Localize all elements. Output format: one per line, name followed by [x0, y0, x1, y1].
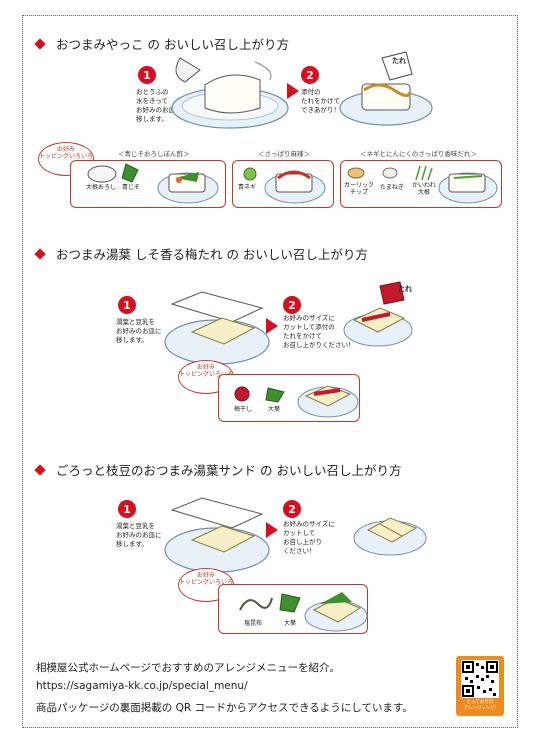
section-2-title-text: おつまみ湯葉 しそ香る梅たれ の おいしい召し上がり方: [56, 247, 368, 262]
step-arrow-icon: [287, 83, 299, 99]
sauce-label: たれ: [392, 57, 406, 65]
qr-code-badge[interactable]: とっておきの アレンジレシピ!: [456, 656, 504, 716]
page-border: [22, 15, 518, 728]
sauce-label: たれ: [398, 285, 412, 293]
variant-1-label: ＜青じそおろしぽん酢＞: [118, 150, 190, 158]
section-1-title-text: おつまみやっこ の おいしい召し上がり方: [56, 37, 289, 52]
step-1-text: 湯葉と豆乳を お好みのお皿に 移します。: [116, 522, 162, 548]
section-3-title: ごろっと枝豆のおつまみ湯葉サンド の おいしい召し上がり方: [34, 460, 402, 479]
step-1-badge: 1: [118, 500, 136, 518]
topping-green-onion-label: 青ネギ: [238, 184, 257, 191]
topping-shiso-label: 青じそ: [122, 184, 141, 191]
variant-2-plate-illustration: [264, 170, 326, 204]
topping-onion-label: たまねぎ: [380, 184, 404, 191]
section-3-title-text: ごろっと枝豆のおつまみ湯葉サンド の おいしい召し上がり方: [56, 463, 402, 478]
topping-kaiware-label: かいわれ 大根: [412, 182, 436, 196]
toppings-tag-text: お好み トッピングいろいろ: [179, 364, 234, 378]
toppings-tag-text: お好み トッピングいろいろ: [39, 146, 94, 160]
step-2-cut-yuba-illustration: [353, 517, 427, 556]
footer-line-1: 相模屋公式ホームページでおすすめのアレンジメニューを紹介。: [36, 662, 340, 674]
step-2-illustration: [339, 51, 433, 126]
step-arrow-icon: [266, 318, 278, 334]
umeboshi-shiso-icons: [234, 386, 285, 403]
section-1-title: おつまみやっこ の おいしい召し上がり方: [34, 34, 289, 53]
step-2-badge: 2: [283, 296, 301, 314]
topping-ooba-label: 大葉: [268, 406, 281, 413]
garlic-onion-kaiware-icons: [347, 165, 433, 181]
section-3-topped-plate-illustration: [304, 592, 368, 632]
daikon-oroshi-icon: [87, 163, 139, 183]
step-arrow-icon: [266, 522, 278, 538]
step-2-badge: 2: [301, 66, 319, 84]
topping-garlic-label: ガーリック チップ: [344, 182, 375, 196]
step-2-badge: 2: [283, 500, 301, 518]
variant-2-label: ＜さっぱり麻辣＞: [258, 150, 310, 158]
footer-line-3: 商品パッケージの裏面掲載の QR コードからアクセスできるようにしています。: [36, 702, 413, 714]
step-2-text: お好みのサイズに カットして添付の たれをかけて お召し上がりください！: [283, 314, 355, 349]
step-2-text: 添付の たれをかけて できあがり！: [301, 88, 340, 114]
topping-umeboshi-label: 梅干し: [234, 406, 253, 413]
topping-shiokonbu-label: 塩昆布: [244, 620, 263, 627]
green-onion-icon: [243, 167, 257, 181]
step-1-text: おとうふの 水をきって お好みのお皿に 移します。: [136, 88, 182, 123]
step-1-text: 湯葉と豆乳を お好みのお皿に 移します。: [116, 318, 162, 344]
section-2-title: おつまみ湯葉 しそ香る梅たれ の おいしい召し上がり方: [34, 244, 368, 263]
diamond-bullet-icon: [34, 247, 46, 260]
step-1-tray-illustration: [164, 291, 270, 365]
section-2-topped-plate-illustration: [297, 385, 359, 418]
step-1-badge: 1: [118, 296, 136, 314]
footer-url[interactable]: https://sagamiya-kk.co.jp/special_menu/: [36, 680, 248, 692]
variant-3-label: ＜ネギとにんにくのさっぱり香味だれ＞: [360, 150, 477, 158]
step-1-tray-illustration: [164, 497, 270, 573]
diamond-bullet-icon: [34, 463, 46, 476]
step-1-illustration: [171, 57, 289, 129]
step-1-badge: 1: [138, 66, 156, 84]
variant-1-plate-illustration: [157, 172, 219, 204]
qr-code-icon: [461, 660, 499, 698]
variant-3-plate-illustration: [438, 172, 498, 204]
toppings-tag-text: お好み トッピングいろいろ: [179, 572, 234, 586]
step-2-text: お好みのサイズに カットして お召し上がり ください！: [283, 520, 335, 555]
shiokonbu-ooba-icons: [239, 593, 301, 613]
topping-ooba-label: 大葉: [284, 620, 297, 627]
qr-caption: とっておきの アレンジレシピ!: [463, 700, 497, 711]
step-2-yuba-illustration: [343, 281, 413, 347]
diamond-bullet-icon: [34, 37, 46, 50]
topping-daikon-label: 大根おろし: [86, 184, 117, 191]
